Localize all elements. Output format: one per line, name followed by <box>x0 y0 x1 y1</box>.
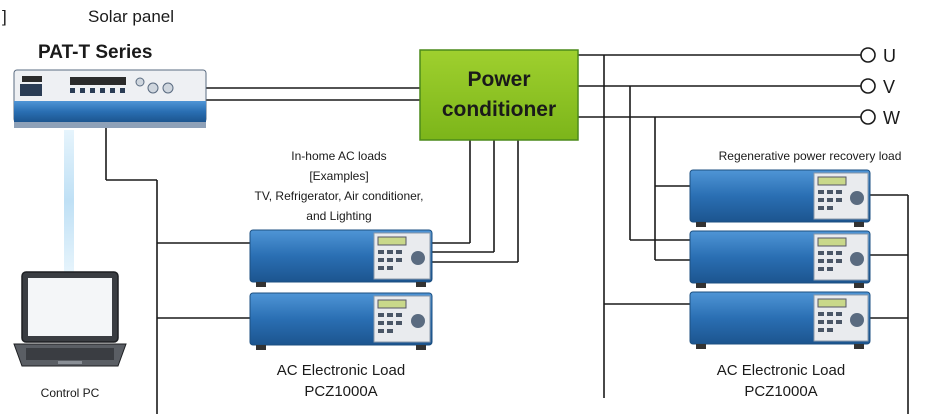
left-load-unit-1 <box>249 229 433 287</box>
laptop-icon <box>13 271 127 367</box>
power-conditioner: Power conditioner <box>419 49 579 141</box>
phase-terminals: U V W <box>860 46 900 128</box>
phase-w-label: W <box>883 108 900 128</box>
inhome-loads-examples-cont: and Lighting <box>306 209 371 223</box>
control-pc-label: Control PC <box>41 386 100 400</box>
inhome-loads-examples-label: [Examples] <box>309 169 368 183</box>
right-load-label-line2: PCZ1000A <box>744 383 817 400</box>
right-load-unit-1 <box>689 169 871 227</box>
solar-simulator-name: PAT-T Series <box>38 42 152 63</box>
left-load-label-line1: AC Electronic Load <box>277 362 405 379</box>
right-load-unit-3 <box>689 291 871 349</box>
right-load-unit-2 <box>689 230 871 288</box>
header-bracket: ] <box>2 7 7 26</box>
pc-connection-link <box>64 130 74 272</box>
inhome-loads-title: In-home AC loads <box>291 149 386 163</box>
power-conditioner-line2: conditioner <box>442 98 556 121</box>
phase-v-terminal <box>860 78 876 94</box>
phase-u-terminal <box>860 47 876 63</box>
inhome-loads-caption: In-home AC loads [Examples] TV, Refriger… <box>255 149 424 223</box>
wiring <box>105 54 909 414</box>
phase-w-terminal <box>860 109 876 125</box>
right-load-label-line1: AC Electronic Load <box>717 362 845 379</box>
pat-t-series-device <box>13 69 207 128</box>
inhome-loads-examples: TV, Refrigerator, Air conditioner, <box>255 189 424 203</box>
left-load-label-line2: PCZ1000A <box>304 383 377 400</box>
power-conditioner-line1: Power <box>467 68 530 91</box>
regen-loads-caption: Regenerative power recovery load <box>719 149 902 163</box>
header-title: Solar panel <box>88 7 174 26</box>
phase-v-label: V <box>883 77 895 97</box>
left-load-unit-2 <box>249 292 433 350</box>
phase-u-label: U <box>883 46 896 66</box>
